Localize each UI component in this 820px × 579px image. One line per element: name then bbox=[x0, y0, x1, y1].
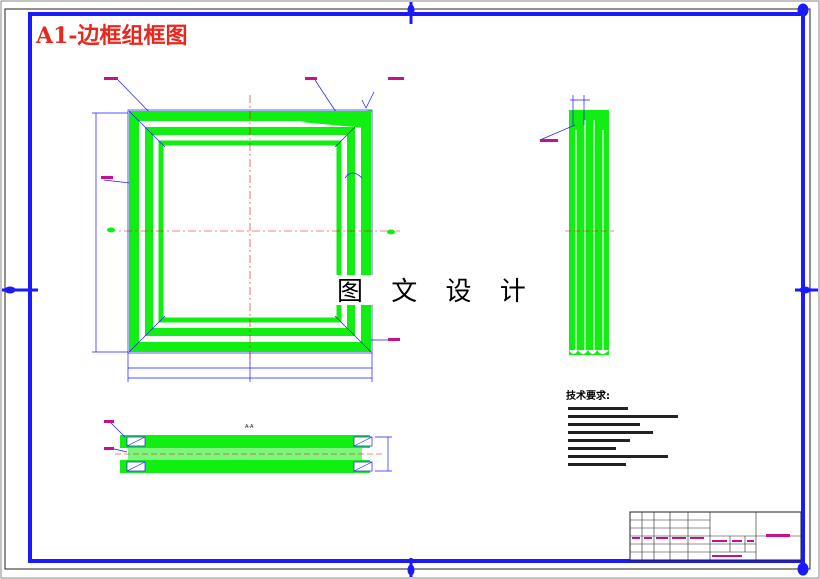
center-lines bbox=[108, 95, 400, 365]
side-view bbox=[539, 95, 614, 355]
side-notch-arc bbox=[344, 172, 363, 179]
title-block bbox=[629, 511, 802, 561]
side-view-dimensions bbox=[539, 95, 590, 141]
side-view-tag bbox=[540, 139, 558, 142]
req-line-3 bbox=[568, 423, 640, 426]
front-view bbox=[92, 77, 404, 382]
req-line-7 bbox=[568, 455, 668, 458]
side-profile-grooves bbox=[575, 120, 604, 350]
tag-right-bottom bbox=[388, 338, 400, 341]
tag-left-top bbox=[104, 77, 118, 80]
tag-left-side bbox=[101, 176, 113, 179]
tech-requirements-heading: 技术要求: bbox=[566, 389, 610, 402]
side-profile-bottom-scallop bbox=[569, 350, 609, 354]
section-hatch bbox=[126, 436, 373, 472]
roughness-symbol bbox=[361, 91, 375, 109]
req-line-1 bbox=[568, 407, 628, 410]
front-view-tags bbox=[101, 77, 404, 341]
section-lower-bar bbox=[120, 460, 370, 473]
tech-requirements-lines bbox=[568, 407, 678, 466]
req-line-4 bbox=[568, 431, 653, 434]
watermark-text: 图 文 设 计 bbox=[337, 277, 536, 307]
req-line-5 bbox=[568, 439, 630, 442]
req-line-2 bbox=[568, 415, 678, 418]
tech-requirements: 技术要求: bbox=[566, 389, 678, 466]
req-line-8 bbox=[568, 463, 626, 466]
drawing-title: A1-边框组框图 bbox=[35, 23, 188, 49]
section-upper-bar bbox=[120, 435, 370, 448]
watermark-background bbox=[333, 275, 485, 305]
tag-center-top bbox=[305, 77, 317, 80]
req-line-6 bbox=[568, 447, 616, 450]
section-tag-1 bbox=[104, 420, 114, 423]
title-block-labels bbox=[632, 534, 790, 557]
section-tag-2 bbox=[104, 447, 114, 450]
section-label: A-A bbox=[245, 424, 254, 430]
right-hole-mark bbox=[387, 229, 395, 235]
section-view: A-A bbox=[104, 420, 392, 473]
tag-right-top bbox=[388, 77, 404, 80]
corner-detail-wedge bbox=[300, 110, 372, 128]
left-hole-mark bbox=[107, 227, 115, 233]
